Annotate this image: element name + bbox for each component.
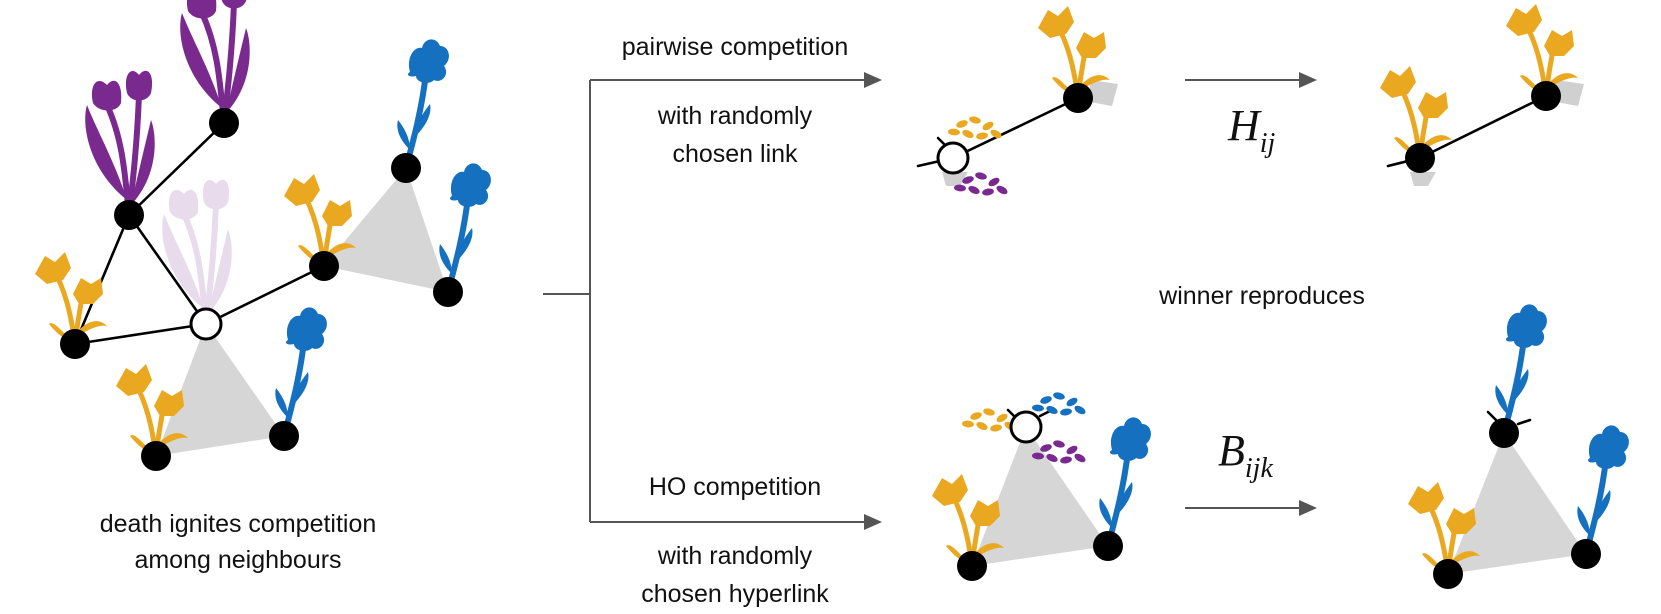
death-label-line1: death ignites competition [100, 510, 377, 538]
node [114, 200, 144, 230]
ho-line2: chosen hyperlink [641, 580, 829, 608]
node [1093, 531, 1123, 561]
blue-flower-icon [1099, 417, 1151, 546]
hyperedge-triangle-lower [156, 324, 284, 456]
h-ij-label: Hij [1227, 101, 1276, 159]
death-label-line2: among neighbours [134, 546, 341, 574]
node [1531, 81, 1561, 111]
node [1405, 143, 1435, 173]
node [141, 441, 171, 471]
empty-node [1009, 410, 1043, 444]
pairwise-before [916, 6, 1118, 197]
node [209, 108, 239, 138]
seed-cluster-icon [1031, 391, 1087, 417]
node [433, 277, 463, 307]
hyperedge-triangle [972, 427, 1108, 566]
node [1063, 83, 1093, 113]
pairwise-title: pairwise competition [622, 33, 849, 61]
node [1433, 559, 1463, 589]
pairwise-line2: chosen link [672, 140, 798, 168]
node [1571, 539, 1601, 569]
empty-node [936, 141, 970, 175]
blue-flower-icon [439, 163, 491, 292]
pairwise-line1: with randomly [657, 102, 813, 130]
ho-before [932, 391, 1151, 581]
winner-label: winner reproduces [1158, 282, 1365, 310]
branch-arrows [543, 72, 882, 530]
node [309, 251, 339, 281]
dead-node [189, 307, 223, 341]
pairwise-after [1380, 4, 1584, 186]
tulip-icon [180, 0, 250, 123]
node [957, 551, 987, 581]
ho-title: HO competition [649, 473, 821, 501]
hyperedge-triangle [1448, 433, 1586, 574]
node [60, 329, 90, 359]
node [269, 421, 299, 451]
blue-flower-icon [397, 39, 449, 168]
seed-cluster-icon [947, 115, 1003, 141]
blue-flower-icon [275, 307, 327, 436]
faded-tulip-icon [162, 180, 232, 324]
ho-after [1408, 304, 1629, 589]
node [1489, 418, 1519, 448]
ho-line1: with randomly [657, 542, 813, 570]
blue-flower-icon [1495, 304, 1547, 433]
node [391, 153, 421, 183]
blue-flower-icon [1577, 425, 1629, 554]
hyperedge-triangle-upper [324, 168, 448, 292]
initial-network: death ignites competition among neighbou… [35, 0, 491, 574]
tulip-icon [85, 71, 155, 215]
b-ijk-label: Bijk [1218, 426, 1273, 484]
